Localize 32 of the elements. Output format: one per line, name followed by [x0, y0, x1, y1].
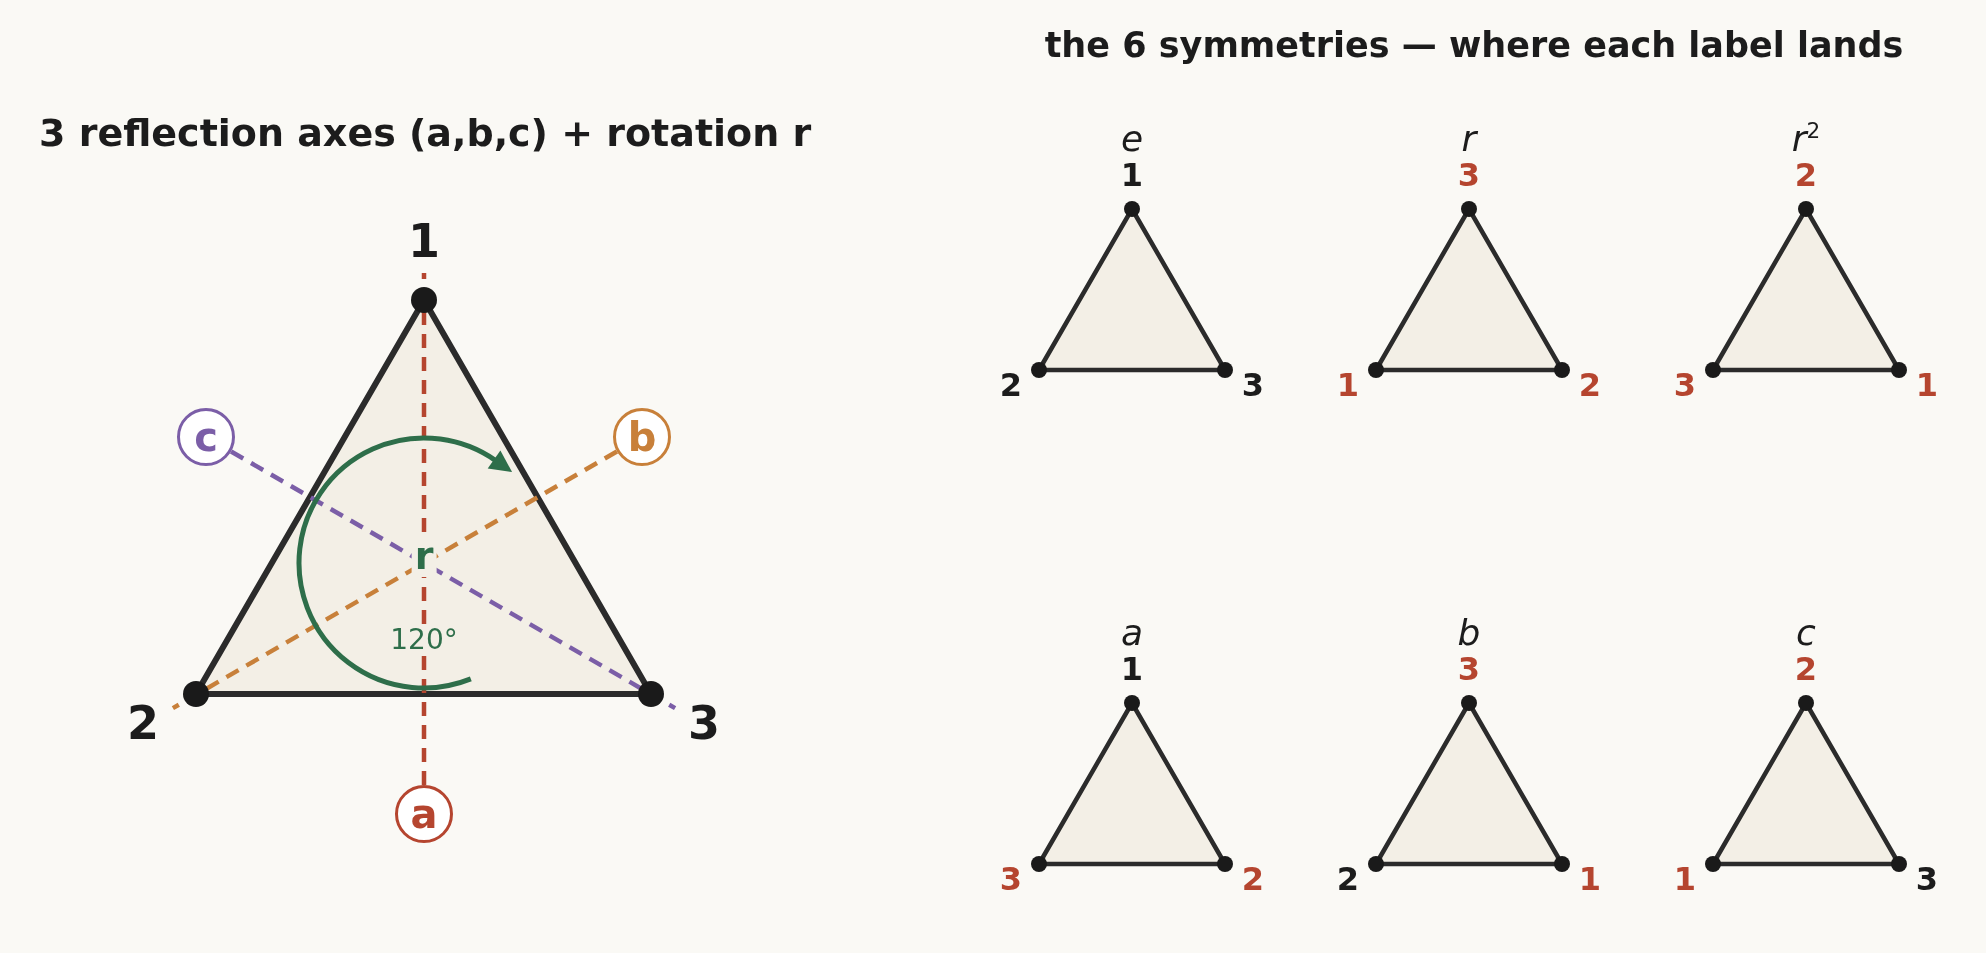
vertex-label: 2 — [1336, 863, 1360, 895]
vertex-label: 1 — [408, 218, 440, 264]
panel-heading: 3 reflection axes (a,b,c) + rotation r — [39, 114, 812, 152]
vertex-label: 2 — [999, 369, 1023, 401]
vertex-label: 2 — [127, 700, 159, 746]
symmetry-name: c — [1796, 615, 1816, 651]
symmetry-name: e — [1120, 121, 1144, 157]
vertex-label: 2 — [1794, 653, 1818, 685]
vertex-label: 3 — [1457, 653, 1481, 685]
vertex-label: 1 — [1578, 863, 1602, 895]
vertex-label: 2 — [1578, 369, 1602, 401]
axis-circle: c — [177, 408, 235, 466]
symmetry-name: b — [1457, 615, 1481, 651]
symmetry-name: r$^{2}$ — [1791, 121, 1821, 157]
panel-heading: the 6 symmetries — where each label lands — [1044, 28, 1904, 63]
vertex-label: 1 — [1673, 863, 1697, 895]
vertex-label: 3 — [688, 700, 720, 746]
vertex-label: 3 — [1457, 159, 1481, 191]
vertex-label: 1 — [1336, 369, 1360, 401]
symmetry-name: r — [1461, 121, 1477, 157]
vertex-label: 3 — [1915, 863, 1939, 895]
vertex-label: 1 — [1120, 159, 1144, 191]
vertex-label: 2 — [1241, 863, 1265, 895]
axis-circle: a — [395, 785, 453, 843]
vertex-label: 3 — [999, 863, 1023, 895]
symmetry-name: a — [1120, 615, 1144, 651]
vertex-label: 1 — [1915, 369, 1939, 401]
vertex-label: 3 — [1241, 369, 1265, 401]
vertex-label: 3 — [1673, 369, 1697, 401]
vertex-label: 1 — [1120, 653, 1144, 685]
axis-circle: b — [613, 408, 671, 466]
vertex-label: 2 — [1794, 159, 1818, 191]
